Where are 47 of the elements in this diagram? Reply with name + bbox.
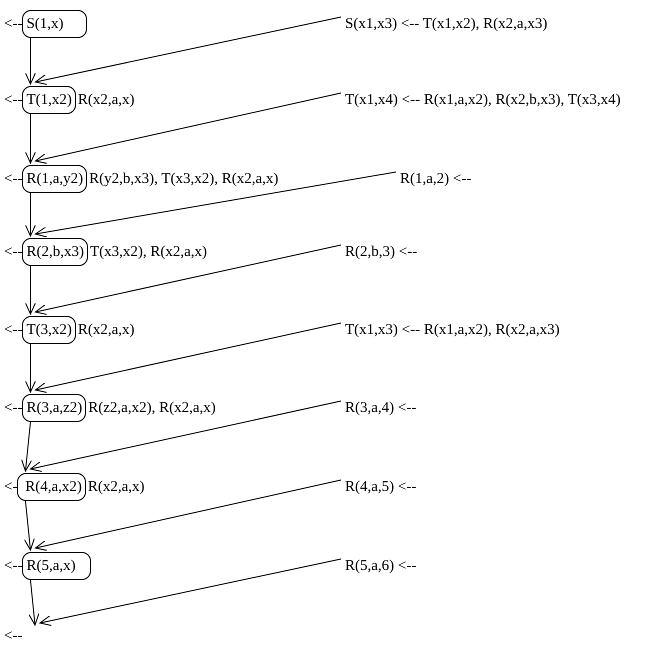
goal-marker: <-- [4,91,22,109]
selected-atom-box: R(1,a,y2) [22,165,88,193]
goal-marker: <-- [4,399,22,417]
arrow [30,400,342,472]
goal-marker: <-- [4,243,22,261]
selected-atom-box: S(1,x) [22,10,87,38]
arrow [24,266,36,314]
arrow [34,172,396,238]
selected-atom-box: T(1,x2) [22,86,76,114]
clause-text: R(3,a,4) <-- [345,399,416,417]
goal-marker: <-- [4,170,22,188]
remaining-goals: R(x2,a,x) [88,478,145,496]
remaining-goals: R(x2,a,x) [78,321,135,339]
arrow [24,114,36,164]
arrow [24,500,35,550]
selected-atom-box: R(2,b,x3) [22,238,88,266]
arrow [34,16,342,86]
arrow [21,422,32,472]
goal-marker: <-- [4,321,22,339]
clause-text: S(x1,x3) <-- T(x1,x2), R(x2,a,x3) [345,15,548,33]
goal-marker: <-- [4,627,22,645]
arrow [34,322,342,394]
arrow [34,244,342,316]
selected-atom-box: R(3,a,z2) [22,394,86,422]
remaining-goals: R(y2,b,x3), T(x3,x2), R(x2,a,x) [89,170,278,188]
goal-marker: <-- [4,15,22,33]
clause-text: R(1,a,2) <-- [400,170,472,188]
arrow [34,480,342,551]
goal-marker: <-- [4,557,22,575]
clause-text: T(x1,x4) <-- R(x1,a,x2), R(x2,b,x3), T(x3,x4) [345,91,621,109]
clause-text: R(5,a,6) <-- [345,557,416,575]
remaining-goals: R(x2,a,x) [78,91,135,109]
remaining-goals: T(x3,x2), R(x2,a,x) [90,243,208,261]
arrow [40,558,342,626]
selected-atom-box: R(4,a,x2) [17,473,86,501]
arrow [24,38,36,84]
clause-text: R(2,b,3) <-- [345,243,418,261]
arrow [34,92,342,164]
arrow [24,192,36,236]
selected-atom-box: R(5,a,x) [22,552,91,580]
remaining-goals: R(z2,a,x2), R(x2,a,x) [88,399,216,417]
arrow [24,344,36,392]
arrow [28,580,40,626]
clause-text: T(x1,x3) <-- R(x1,a,x2), R(x2,a,x3) [345,321,560,339]
clause-text: R(4,a,5) <-- [345,478,416,496]
goal-marker: <- [4,478,18,496]
selected-atom-box: T(3,x2) [22,316,76,344]
